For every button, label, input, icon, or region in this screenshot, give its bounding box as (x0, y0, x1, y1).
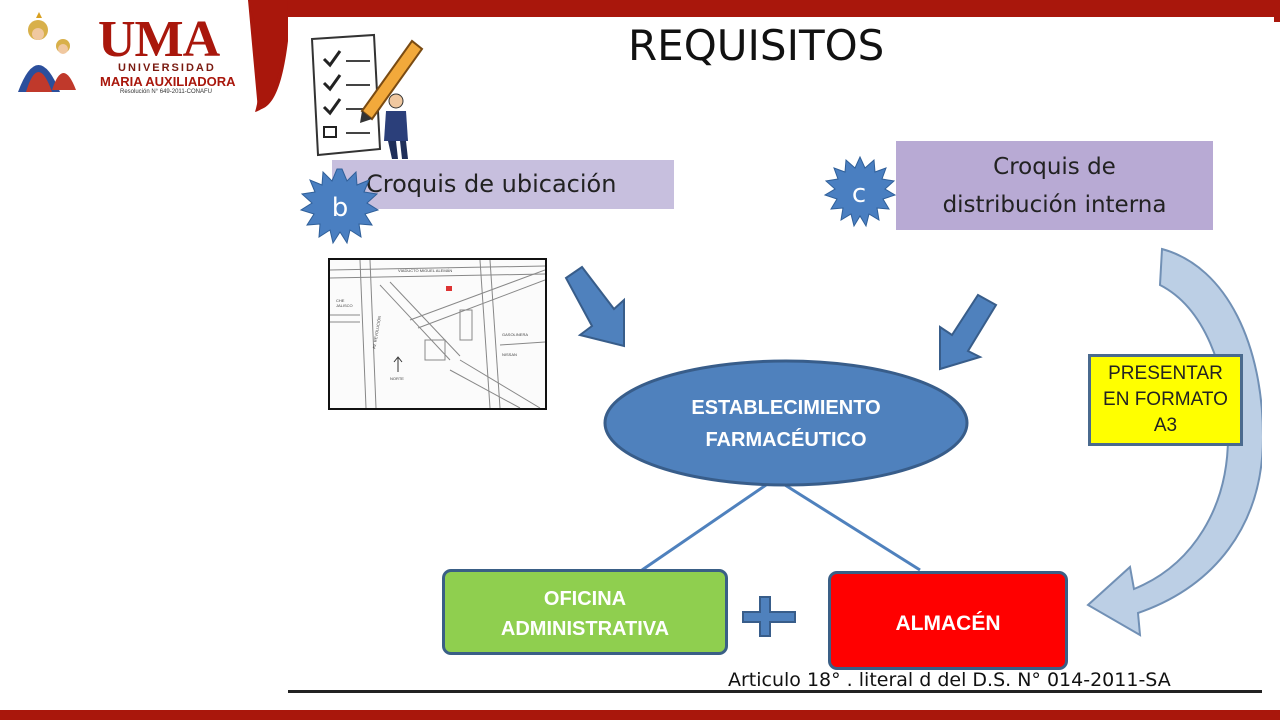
footer-reference: Articulo 18° . literal d del D.S. N° 014… (728, 669, 1171, 691)
slide-title: REQUISITOS (628, 21, 885, 70)
location-map-sketch: VIADUCTO MIGUEL ALEMÁN CHE JALISCO AV. R… (328, 258, 547, 410)
center-line2: FARMACÉUTICO (705, 429, 867, 451)
logo-uma-text: UMA (98, 11, 220, 68)
label-croquis-ubicacion: Croquis de ubicación (332, 160, 674, 209)
note-formato-a3: PRESENTAR EN FORMATO A3 (1088, 354, 1243, 446)
slide-right-edge (1262, 17, 1274, 693)
center-ellipse-label: ESTABLECIMIENTO FARMACÉUTICO (606, 392, 966, 456)
label-croquis-distribucion: Croquis de distribución interna (896, 141, 1213, 230)
map-label-nissan: NISSAN (502, 352, 517, 357)
label-c-line1: Croquis de (993, 154, 1116, 180)
note-line1: PRESENTAR (1108, 363, 1223, 384)
footer-banner (0, 710, 1280, 720)
center-line1: ESTABLECIMIENTO (691, 397, 881, 419)
slide-canvas: REQUISITOS Croquis de ubicación Croquis … (288, 17, 1262, 693)
map-label-gasolinera: GASOLINERA (502, 332, 529, 337)
badge-c-text: c (852, 179, 866, 209)
arrow-map-to-center (564, 265, 625, 348)
map-label-viaducto: VIADUCTO MIGUEL ALEMÁN (398, 268, 453, 273)
map-label-jalisco: CHE JALISCO (336, 298, 353, 308)
badge-b: b (299, 168, 380, 245)
box-oficina-administrativa: OFICINA ADMINISTRATIVA (442, 569, 728, 655)
plus-icon (742, 596, 796, 637)
badge-c: c (823, 155, 897, 228)
note-line3: A3 (1153, 415, 1178, 436)
map-streets (330, 260, 545, 408)
logo-resolution-text: Resolución N° 649-2011-CONAFU (120, 89, 212, 95)
connector-right (784, 483, 921, 572)
diagram-shapes: b c (299, 155, 1262, 637)
logo-university-text: UNIVERSIDAD (118, 62, 216, 74)
virgin-mary-icon (18, 12, 76, 92)
label-c-line2: distribución interna (942, 192, 1167, 218)
note-line2: EN FORMATO (1103, 389, 1228, 410)
map-label-norte: NORTE (390, 376, 404, 381)
center-ellipse (603, 359, 969, 487)
oficina-line1: OFICINA (543, 588, 627, 610)
badge-b-text: b (332, 193, 349, 223)
logo-fullname-text: MARIA AUXILIADORA (100, 74, 236, 89)
arrow-distribution-to-center (939, 293, 998, 371)
university-logo: UMA UNIVERSIDAD MARIA AUXILIADORA Resolu… (8, 12, 248, 102)
connector-left (641, 483, 767, 572)
oficina-line2: ADMINISTRATIVA (500, 618, 670, 640)
checklist-pencil-icon (310, 33, 424, 159)
box-almacen: ALMACÉN (828, 571, 1068, 670)
